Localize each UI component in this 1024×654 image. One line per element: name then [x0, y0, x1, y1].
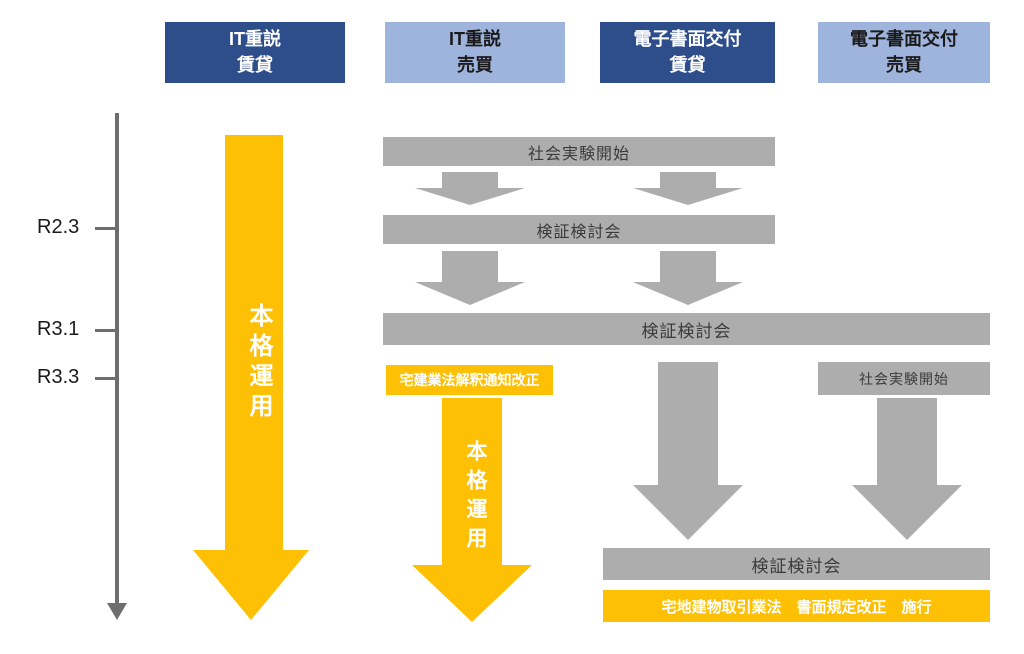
full-operation-arrow-sale-shaft: [442, 398, 502, 565]
timeline-axis-line: [115, 113, 119, 605]
header-line1: 電子書面交付: [850, 29, 958, 50]
down-arrow-icon: [633, 485, 743, 540]
down-arrow-icon: [415, 282, 525, 305]
timeline-tick-r2-3: [95, 227, 117, 230]
timeline-tick-r3-3: [95, 377, 117, 380]
box-interpretation-notice-amendment: 宅建業法解釈通知改正: [386, 365, 553, 395]
timeline-label-r2-3: R2.3: [37, 216, 80, 238]
bar-review-meeting-3: 検証検討会: [603, 548, 990, 580]
bar-label: 社会実験開始: [527, 145, 630, 163]
header-line1: IT重説: [449, 29, 501, 50]
down-arrow-icon: [633, 282, 743, 305]
header-line2: 売買: [457, 54, 493, 75]
header-line2: 賃貸: [237, 54, 273, 75]
down-arrow-icon: [442, 172, 498, 188]
header-line2: 賃貸: [669, 54, 706, 75]
down-arrow-icon: [877, 398, 937, 485]
bar-review-meeting-2: 検証検討会: [383, 313, 990, 345]
bar-label: 検証検討会: [751, 556, 842, 576]
bar-label: 宅地建物取引業法 書面規定改正 施行: [661, 598, 932, 616]
bar-label: 宅建業法解釈通知改正: [399, 372, 540, 388]
down-arrow-icon: [633, 188, 743, 205]
down-arrow-icon: [442, 251, 498, 282]
down-arrow-icon: [660, 251, 716, 282]
bar-review-meeting-1: 検証検討会: [383, 215, 775, 244]
timeline-label-r3-3: R3.3: [37, 366, 80, 388]
bar-label: 検証検討会: [641, 321, 732, 341]
header-electronic-document-rental: 電子書面交付 賃貸: [600, 22, 775, 83]
full-operation-arrow-rental-head-icon: [193, 550, 309, 620]
header-line2: 売買: [886, 54, 922, 75]
full-operation-arrow-rental-shaft: [225, 135, 283, 550]
header-line1: IT重説: [229, 29, 281, 50]
header-electronic-document-sale: 電子書面交付 売買: [818, 22, 990, 83]
bar-law-amendment-enforcement: 宅地建物取引業法 書面規定改正 施行: [603, 590, 990, 622]
timeline-tick-r3-1: [95, 329, 117, 332]
down-arrow-icon: [660, 172, 716, 188]
full-operation-label-sale: 本格運用: [464, 440, 487, 556]
bar-label: 社会実験開始: [859, 370, 949, 387]
bar-social-experiment-start-electronic: 社会実験開始: [818, 362, 990, 395]
header-it-explanation-sale: IT重説 売買: [385, 22, 565, 83]
header-it-explanation-rental: IT重説 賃貸: [165, 22, 345, 83]
bar-label: 検証検討会: [536, 223, 622, 241]
full-operation-label-rental: 本格運用: [245, 303, 272, 423]
down-arrow-icon: [658, 362, 718, 485]
header-line1: 電子書面交付: [633, 29, 742, 50]
down-arrow-icon: [852, 485, 962, 540]
full-operation-arrow-sale-head-icon: [412, 565, 532, 622]
bar-social-experiment-start-it: 社会実験開始: [383, 137, 775, 166]
down-arrow-icon: [415, 188, 525, 205]
timeline-arrowhead-icon: [107, 603, 127, 620]
timeline-label-r3-1: R3.1: [37, 318, 80, 340]
